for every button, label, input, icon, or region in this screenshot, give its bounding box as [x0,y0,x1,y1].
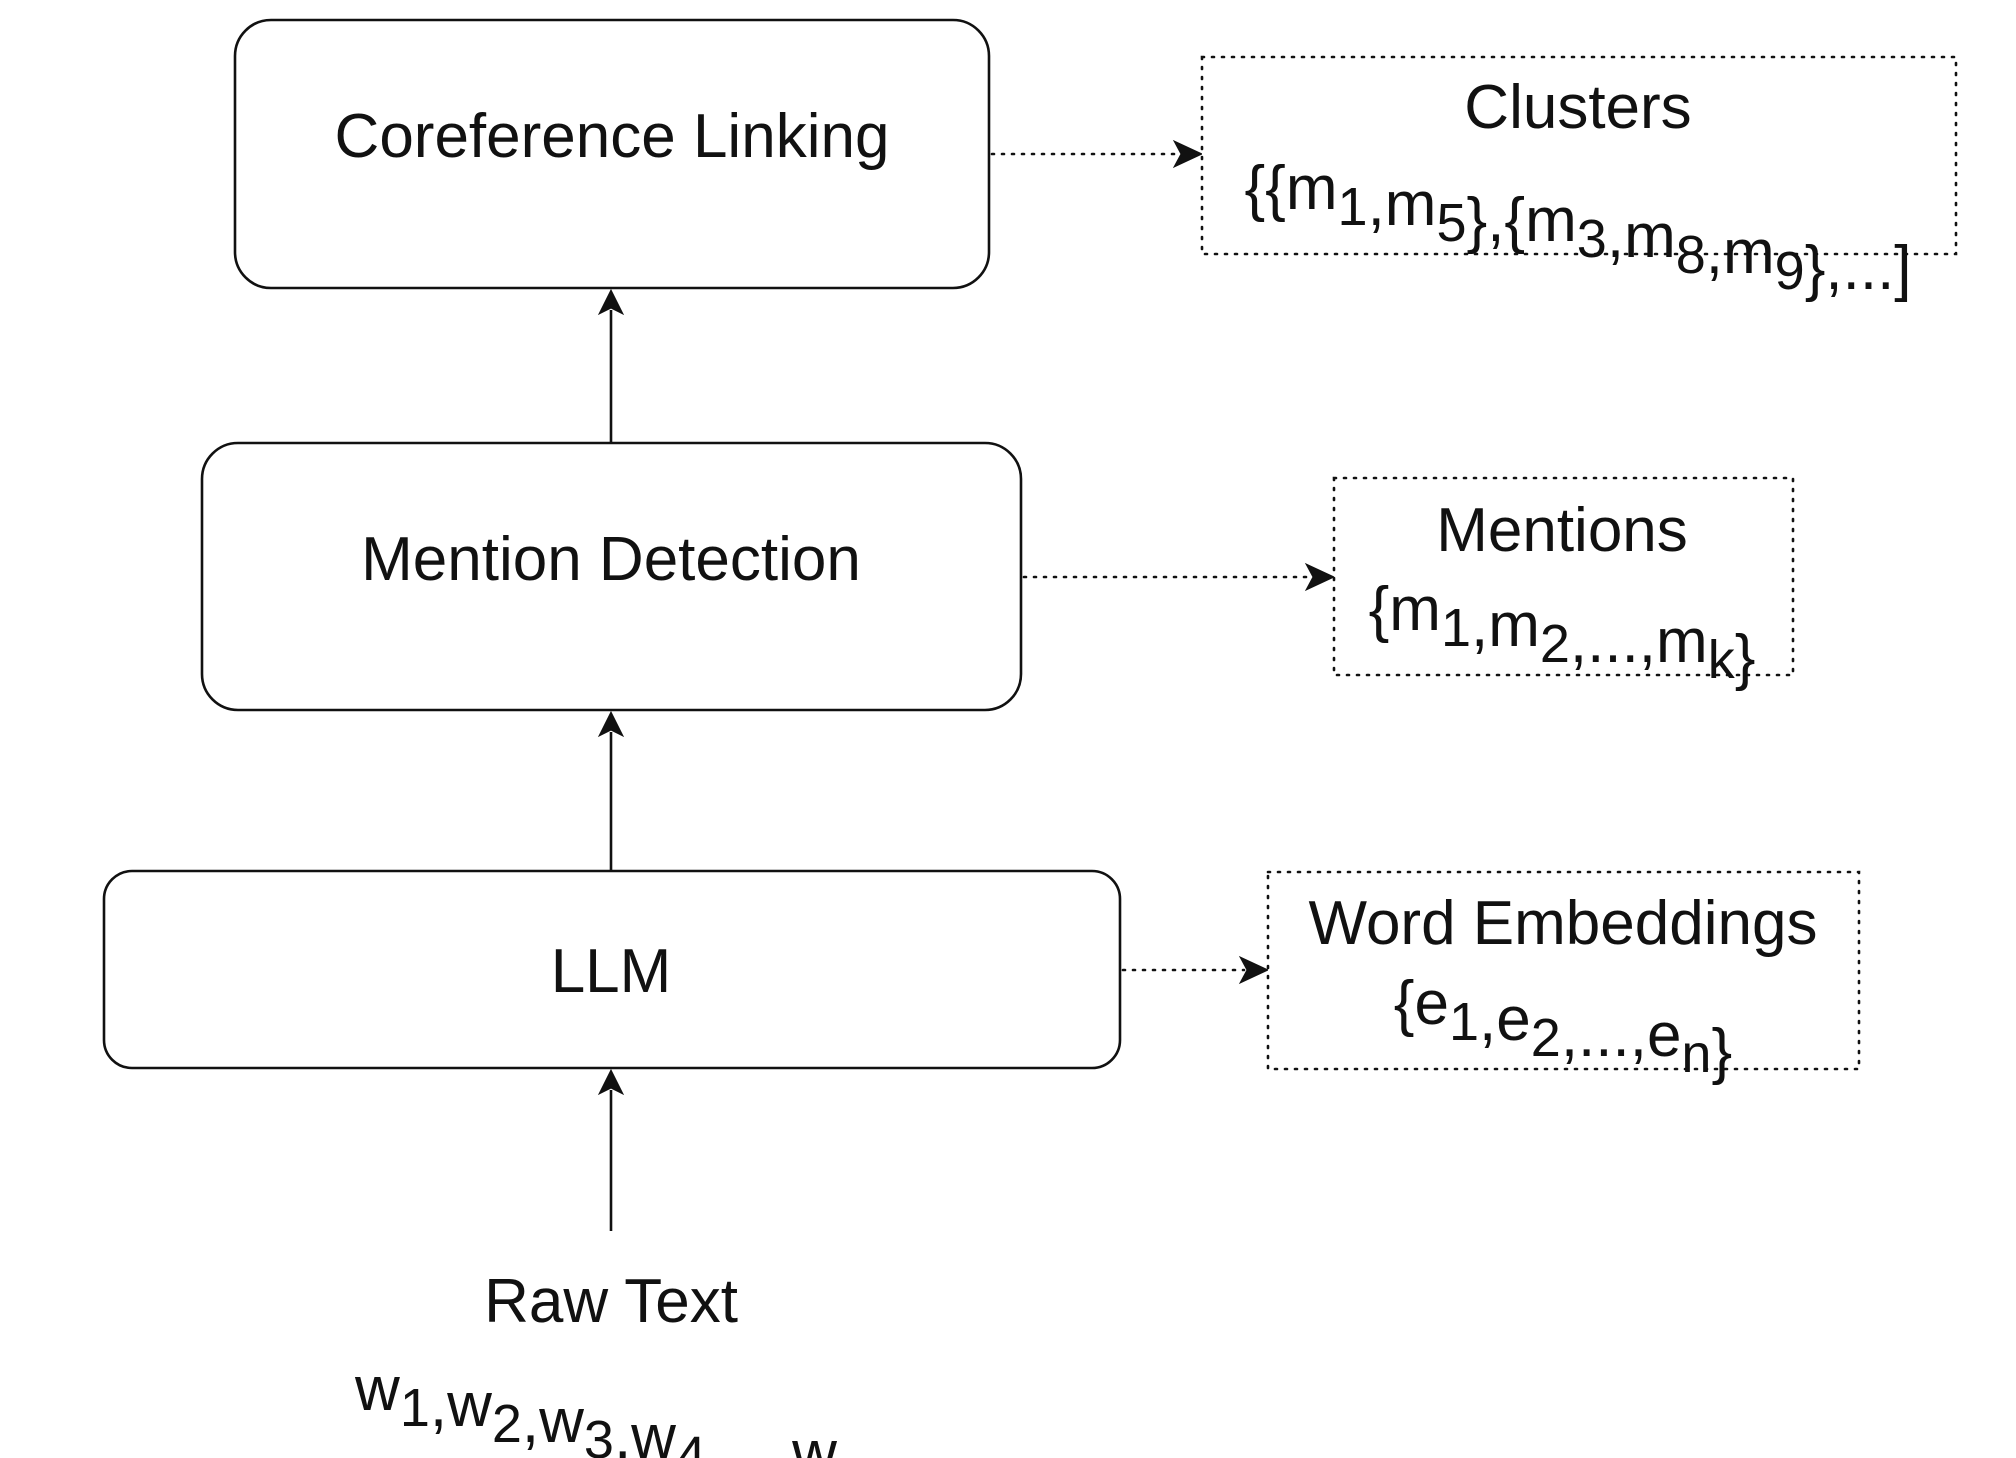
arrow-input-to-llm [597,1068,625,1231]
input-subscript: 4 [676,1426,706,1458]
coreference-linking-block: Coreference Linking [233,18,991,290]
dotted-arrow-to-clusters [990,139,1204,169]
raw-text-title: Raw Text [484,1267,738,1336]
clusters-formula: {{m1,m5},{m3,m8,m9},...] [1244,154,1911,303]
input-subscript: 2 [492,1394,522,1454]
input-subscript: 1 [400,1378,430,1438]
clusters-subscript: 3 [1577,209,1607,269]
coreference-linking-label: Coreference Linking [335,102,890,171]
input-text-part: w [354,1355,400,1424]
mentions-text-part: } [1735,623,1756,692]
word-embeddings-title: Word Embeddings [1309,889,1818,958]
clusters-text-part: ,m [1368,170,1437,239]
clusters-title: Clusters [1464,73,1691,142]
input-text-part: ,w [430,1371,492,1440]
clusters-text-part: ,m [1607,202,1676,271]
dotted-arrow-to-embeddings [1121,955,1270,985]
dotted-arrow-to-mentions [1022,562,1336,592]
clusters-text-part: },...] [1805,234,1912,303]
embeddings-text-part: } [1711,1017,1732,1086]
embeddings-text-part: ,e [1479,985,1531,1054]
clusters-subscript: 1 [1338,177,1368,237]
llm-label: LLM [551,937,672,1006]
input-text-part: ,w [614,1403,676,1458]
mention-detection-label: Mention Detection [361,525,861,594]
mention-detection-block: Mention Detection [200,441,1023,712]
embeddings-text-part: {e [1394,969,1449,1038]
clusters-text-part: ,m [1706,218,1775,287]
clusters-subscript: 5 [1436,193,1466,253]
arrow-mention-detection-to-coreference [597,288,625,443]
raw-text-formula: w1,w2,w3,w4,...,wn [354,1355,867,1458]
raw-text-input: Raw Text w1,w2,w3,w4,...,wn [354,1267,867,1458]
llm-block: LLM [102,869,1122,1070]
mentions-title: Mentions [1436,496,1688,565]
embeddings-subscript: n [1681,1024,1711,1084]
mentions-subscript: 1 [1441,598,1471,658]
mentions-text-part: {m [1369,575,1441,644]
input-text-part: ,w [522,1387,584,1456]
clusters-subscript: 8 [1676,225,1706,285]
mentions-text-part: ,m [1471,591,1540,660]
input-subscript: 3 [584,1410,614,1458]
word-embeddings-output-box: Word Embeddings {e1,e2,...,en} [1266,870,1861,1086]
clusters-text-part: },{m [1467,186,1577,255]
embeddings-subscript: 1 [1449,992,1479,1052]
embeddings-subscript: 2 [1531,1008,1561,1068]
mentions-output-box: Mentions {m1,m2,...,mk} [1332,476,1795,692]
arrow-llm-to-mention-detection [597,710,625,871]
mentions-subscript: k [1708,630,1736,690]
embeddings-text-part: ,...,e [1561,1001,1682,1070]
input-text-part: ,...,w [706,1419,837,1458]
mentions-formula: {m1,m2,...,mk} [1369,575,1756,692]
clusters-text-part: {{m [1244,154,1337,223]
input-subscript: n [837,1442,867,1458]
word-embeddings-formula: {e1,e2,...,en} [1394,969,1732,1086]
clusters-subscript: 9 [1775,241,1805,301]
clusters-output-box: Clusters {{m1,m5},{m3,m8,m9},...] [1200,55,1958,303]
mentions-subscript: 2 [1540,614,1570,674]
mentions-text-part: ,...,m [1570,607,1708,676]
